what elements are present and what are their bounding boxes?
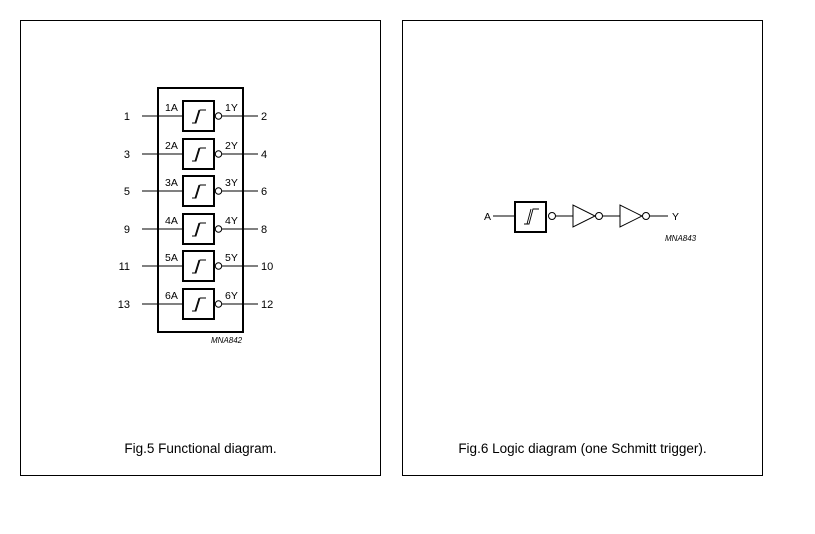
input-label-a: A bbox=[484, 211, 491, 223]
output-label: 1Y bbox=[225, 102, 238, 114]
diagram-code: MNA842 bbox=[211, 336, 243, 345]
ic-package-outline bbox=[157, 87, 244, 333]
input-pin-number: 9 bbox=[124, 224, 130, 236]
input-pin-number: 3 bbox=[124, 149, 130, 161]
hysteresis-icon bbox=[192, 184, 206, 199]
inversion-bubble bbox=[214, 262, 223, 270]
schmitt-trigger-box bbox=[182, 213, 215, 245]
schmitt-trigger-box bbox=[182, 100, 215, 132]
output-pin-number: 12 bbox=[261, 299, 273, 311]
gate-row: 3 2A 2Y 4 bbox=[124, 138, 267, 170]
output-label: 6Y bbox=[225, 290, 238, 302]
input-pin-number: 11 bbox=[119, 261, 130, 273]
input-label: 2A bbox=[165, 140, 178, 152]
inversion-bubble bbox=[214, 112, 223, 120]
output-pin-number: 10 bbox=[261, 261, 273, 273]
schmitt-trigger-box bbox=[182, 288, 215, 320]
output-label: 4Y bbox=[225, 215, 238, 227]
gate-row: 1 1A 1Y 2 bbox=[124, 100, 267, 132]
inversion-bubble bbox=[595, 212, 603, 220]
input-pin-number: 1 bbox=[124, 111, 130, 123]
output-pin-number: 2 bbox=[261, 111, 267, 123]
inverter-2-triangle bbox=[619, 204, 644, 228]
hysteresis-icon bbox=[192, 297, 206, 312]
schmitt-trigger-box bbox=[514, 201, 547, 233]
output-label: 3Y bbox=[225, 177, 238, 189]
inversion-bubble bbox=[214, 225, 223, 233]
inversion-bubble bbox=[548, 212, 556, 220]
output-label: 5Y bbox=[225, 252, 238, 264]
input-label: 1A bbox=[165, 102, 178, 114]
schmitt-trigger-box bbox=[182, 138, 215, 170]
inversion-bubble bbox=[214, 150, 223, 158]
inversion-bubble bbox=[214, 187, 223, 195]
schmitt-trigger-box bbox=[182, 250, 215, 282]
gate-row: 9 4A 4Y 8 bbox=[124, 213, 267, 245]
gate-row: 11 5A 5Y 10 bbox=[119, 250, 273, 282]
hysteresis-icon bbox=[192, 222, 206, 237]
output-pin-number: 6 bbox=[261, 186, 267, 198]
output-label-y: Y bbox=[672, 211, 679, 223]
input-label: 4A bbox=[165, 215, 178, 227]
output-pin-number: 8 bbox=[261, 224, 267, 236]
functional-diagram: 1 1A 1Y 2 3 2A 2Y 4 5 3A 3Y 6 9 4A 4Y 8 11 5A 5Y 10 13 6A 6Y 12… bbox=[118, 87, 273, 345]
hysteresis-icon bbox=[192, 147, 206, 162]
output-label: 2Y bbox=[225, 140, 238, 152]
input-label: 6A bbox=[165, 290, 178, 302]
figure-6-panel: A Y MNA843 Fig.6 Logic diagram (one Schm… bbox=[402, 20, 763, 476]
inverter-1-triangle bbox=[572, 204, 597, 228]
inversion-bubble bbox=[642, 212, 650, 220]
input-pin-number: 5 bbox=[124, 186, 130, 198]
hysteresis-icon bbox=[192, 109, 206, 124]
inversion-bubble bbox=[214, 300, 223, 308]
schmitt-trigger-box bbox=[182, 175, 215, 207]
logic-diagram: A Y MNA843 bbox=[484, 201, 697, 243]
figure-6-caption: Fig.6 Logic diagram (one Schmitt trigger… bbox=[458, 441, 707, 456]
input-pin-number: 13 bbox=[118, 299, 130, 311]
input-label: 3A bbox=[165, 177, 178, 189]
gate-row: 5 3A 3Y 6 bbox=[124, 175, 267, 207]
gate-row: 13 6A 6Y 12 bbox=[118, 288, 273, 320]
figure-5-caption: Fig.5 Functional diagram. bbox=[124, 441, 277, 456]
output-pin-number: 4 bbox=[261, 149, 267, 161]
hysteresis-icon bbox=[524, 208, 539, 225]
diagram-code: MNA843 bbox=[665, 234, 697, 243]
hysteresis-icon bbox=[192, 259, 206, 274]
figure-5-panel: 1 1A 1Y 2 3 2A 2Y 4 5 3A 3Y 6 9 4A 4Y 8 11 5A 5Y 10 13 6A 6Y 12… bbox=[20, 20, 381, 476]
input-label: 5A bbox=[165, 252, 178, 264]
